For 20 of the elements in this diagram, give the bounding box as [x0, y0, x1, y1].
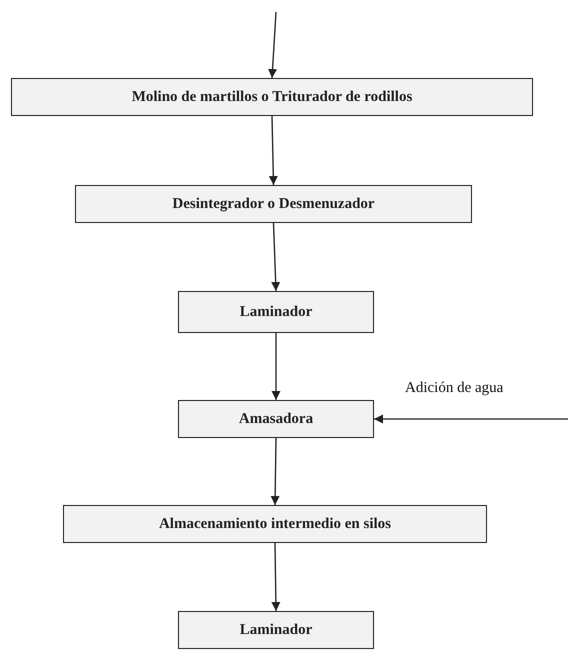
process-box — [178, 611, 374, 649]
process-label: Molino de martillos o Triturador de rodillos — [132, 88, 412, 106]
process-box — [178, 291, 374, 333]
edge-label: Adición de agua — [404, 380, 504, 397]
process-label: Laminador — [240, 622, 312, 638]
arrow — [270, 438, 280, 505]
arrow — [272, 333, 280, 400]
process-label: Laminador — [240, 304, 312, 320]
arrow — [271, 222, 280, 292]
process-box — [178, 400, 374, 438]
process-label: Almacenamiento intermedio en silos — [158, 516, 392, 532]
process-box — [75, 185, 472, 223]
arrow — [268, 12, 278, 78]
process-label: Desintegrador o Desmenuzador — [172, 196, 375, 212]
arrow — [271, 543, 280, 611]
arrow — [268, 116, 278, 186]
arrow — [374, 414, 568, 424]
process-box — [63, 505, 487, 543]
process-label: Amasadora — [238, 410, 314, 428]
process-box — [11, 78, 533, 116]
